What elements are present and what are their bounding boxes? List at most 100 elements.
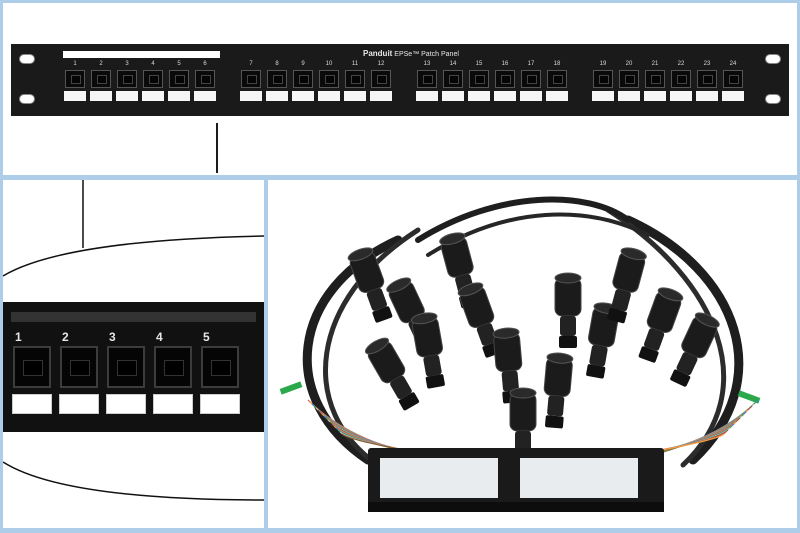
port-number: 6 xyxy=(203,61,207,67)
mount-slot xyxy=(19,54,35,64)
port-number: 1 xyxy=(73,61,77,67)
zoomed-port: 1 xyxy=(11,330,54,414)
brand-label: Panduit EPSe™ Patch Panel xyxy=(363,49,459,58)
rj45-jack-icon xyxy=(117,70,137,88)
cable-tie xyxy=(279,381,303,395)
patch-port: 23 xyxy=(695,60,719,110)
port-label-card xyxy=(520,91,542,101)
port-label-card xyxy=(64,91,86,101)
rj45-jack-icon xyxy=(143,70,163,88)
port-number: 15 xyxy=(475,61,483,67)
port-number: 11 xyxy=(351,61,359,67)
rj45-jack-icon xyxy=(417,70,437,88)
rj45-jack-icon xyxy=(645,70,665,88)
port-label-card xyxy=(292,91,314,101)
port-label-card xyxy=(153,394,193,414)
port-number: 21 xyxy=(651,61,659,67)
sealed-connector-icon xyxy=(670,312,720,387)
port-number: 18 xyxy=(553,61,561,67)
cable-tie xyxy=(737,390,761,404)
product-name: EPSe™ Patch Panel xyxy=(394,51,459,58)
rj45-jack-icon xyxy=(619,70,639,88)
sealed-connector-icon xyxy=(492,327,523,404)
sealed-connector-icon xyxy=(554,272,582,348)
port-label-card xyxy=(318,91,340,101)
rj45-jack-icon xyxy=(293,70,313,88)
port-label-card xyxy=(592,91,614,101)
port-label-card xyxy=(546,91,568,101)
zoomed-strip xyxy=(11,312,256,322)
rj45-jack-icon xyxy=(107,346,145,388)
port-label-card xyxy=(194,91,216,101)
port-number: 2 xyxy=(99,61,103,67)
rj45-jack-icon xyxy=(241,70,261,88)
port-number: 3 xyxy=(125,61,129,67)
patch-port: 8 xyxy=(265,60,289,110)
rj45-jack-icon xyxy=(593,70,613,88)
zoomed-port-number: 5 xyxy=(203,330,210,344)
port-label-card xyxy=(266,91,288,101)
brand-name: Panduit xyxy=(363,49,393,58)
rj45-jack-icon xyxy=(195,70,215,88)
rj45-jack-icon xyxy=(371,70,391,88)
port-label-card xyxy=(168,91,190,101)
rj45-jack-icon xyxy=(13,346,51,388)
port-number: 24 xyxy=(729,61,737,67)
designation-strip xyxy=(63,51,220,58)
port-label-card xyxy=(416,91,438,101)
zoom-outline xyxy=(3,180,264,501)
port-number: 9 xyxy=(301,61,305,67)
port-label-card xyxy=(12,394,52,414)
rj45-jack-icon xyxy=(91,70,111,88)
patch-port: 20 xyxy=(617,60,641,110)
port-number: 5 xyxy=(177,61,181,67)
port-label-card xyxy=(442,91,464,101)
rj45-jack-icon xyxy=(495,70,515,88)
patch-port: 17 xyxy=(519,60,543,110)
port-label-card xyxy=(670,91,692,101)
zoomed-port: 2 xyxy=(58,330,101,414)
port-number: 4 xyxy=(151,61,155,67)
patch-port: 1 xyxy=(63,60,87,110)
port-number: 16 xyxy=(501,61,509,67)
port-label-card xyxy=(644,91,666,101)
rj45-jack-icon xyxy=(723,70,743,88)
zoomed-port-number: 3 xyxy=(109,330,116,344)
zoomed-port-number: 2 xyxy=(62,330,69,344)
port-number: 10 xyxy=(325,61,333,67)
patch-port: 22 xyxy=(669,60,693,110)
zoomed-port: 3 xyxy=(105,330,148,414)
rj45-jack-icon xyxy=(345,70,365,88)
port-label-card xyxy=(494,91,516,101)
sealed-connector-icon xyxy=(457,282,503,358)
mount-slot xyxy=(19,94,35,104)
zoomed-port: 5 xyxy=(199,330,242,414)
port-number: 8 xyxy=(275,61,279,67)
port-number: 22 xyxy=(677,61,685,67)
rj45-jack-icon xyxy=(319,70,339,88)
port-label-card xyxy=(618,91,640,101)
patch-port: 7 xyxy=(239,60,263,110)
mount-slot xyxy=(765,94,781,104)
port-number: 17 xyxy=(527,61,535,67)
port-label-card xyxy=(370,91,392,101)
patch-port: 11 xyxy=(343,60,367,110)
mini-patch-panel xyxy=(368,448,664,512)
rj45-jack-icon xyxy=(60,346,98,388)
patch-port: 19 xyxy=(591,60,615,110)
port-label-card xyxy=(344,91,366,101)
port-label-card xyxy=(59,394,99,414)
patch-port: 10 xyxy=(317,60,341,110)
patch-port: 14 xyxy=(441,60,465,110)
rj45-jack-icon xyxy=(547,70,567,88)
rj45-jack-icon xyxy=(469,70,489,88)
patch-port: 15 xyxy=(467,60,491,110)
sealed-connector-icon xyxy=(347,247,393,323)
patch-port: 24 xyxy=(721,60,745,110)
